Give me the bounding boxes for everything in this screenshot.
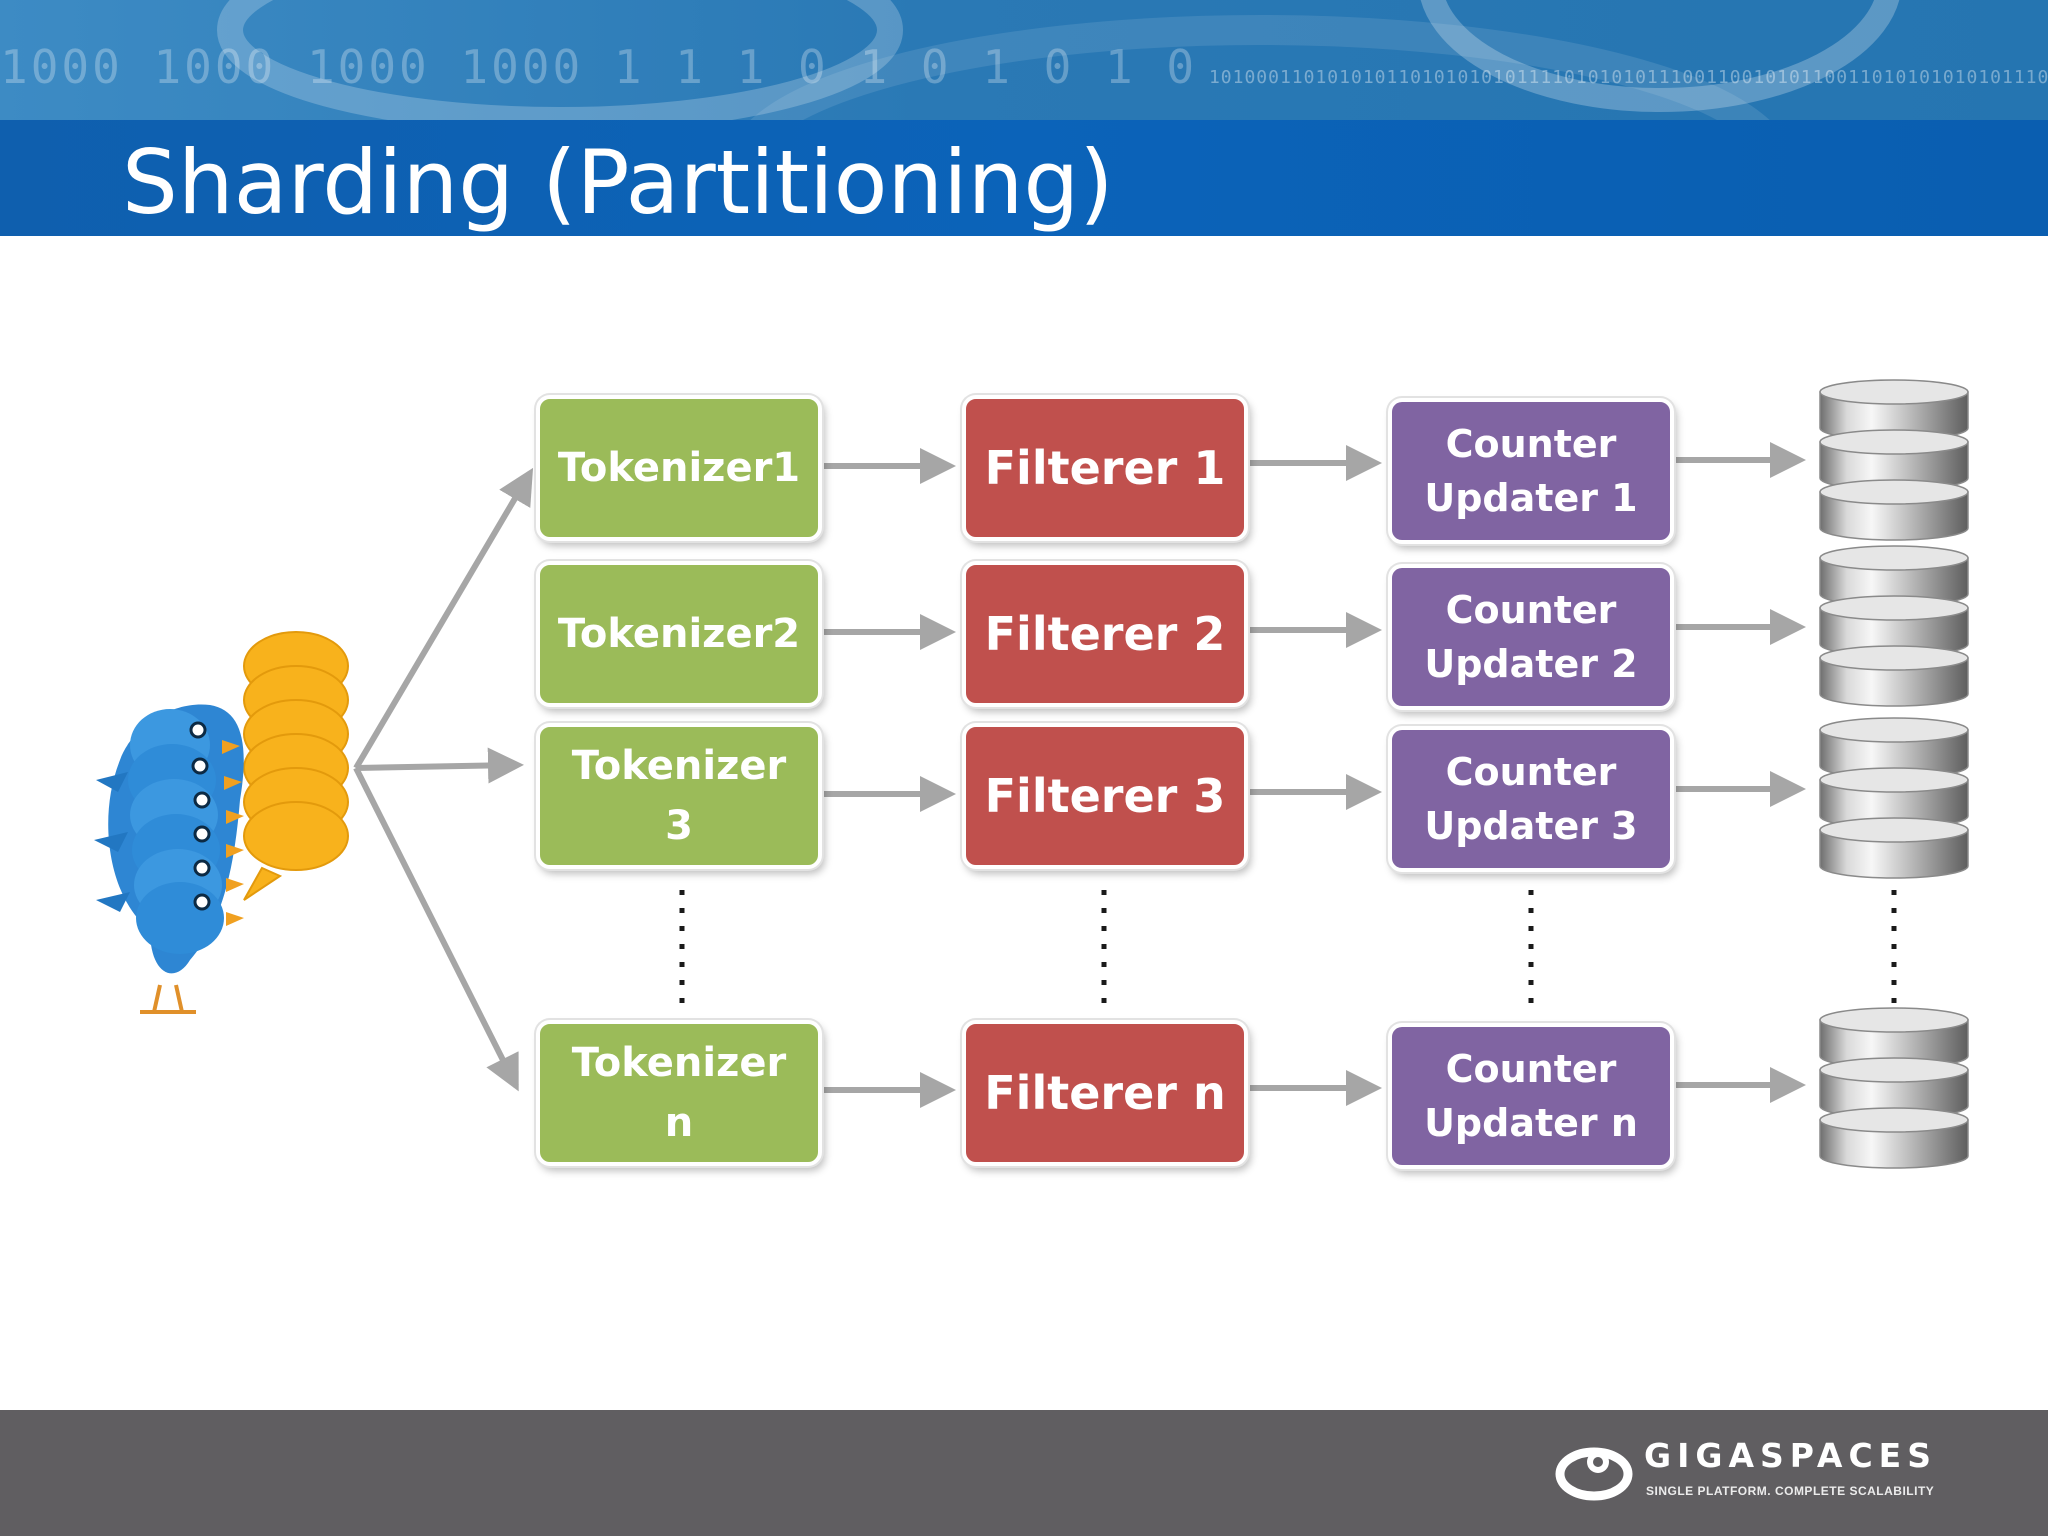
title-bar [0,120,2048,236]
filterer-n-label: Filterer n [984,1066,1226,1120]
filterer-n-node: Filterer n [962,1020,1248,1166]
tokenizer-1-node: Tokenizer1 [536,395,822,541]
banner-swoosh-decoration [217,0,1900,120]
ellipsis-dots [679,890,1897,1010]
gigaspaces-swirl-icon [1555,1447,1633,1501]
counter-updater-3-label: Counter Updater 3 [1424,750,1638,848]
fanout-arrows [353,467,534,1092]
tweet-source-icon [94,631,349,1014]
logo-tagline: SINGLE PLATFORM. COMPLETE SCALABILITY [1646,1484,1935,1498]
fanout-arrow-n [353,766,519,1092]
binary-strip-decoration: 1000 1000 1000 1000 1 1 1 0 1 0 1 0 1 0 … [0,40,2048,94]
binary-large-text: 1000 1000 1000 1000 1 1 1 0 1 0 1 0 1 0 [0,40,1198,94]
database-icon [1819,379,1969,541]
footer-bar [0,1410,2048,1536]
logo-wordmark: GIGASPACES [1644,1436,1937,1475]
database-icon [1819,1007,1969,1169]
tokenizer-1-label: Tokenizer1 [557,445,801,491]
counter-updater-2-node: Counter Updater 2 [1388,564,1674,710]
gigaspaces-logo: GIGASPACES SINGLE PLATFORM. COMPLETE SCA… [1552,1432,1942,1512]
filterer-2-label: Filterer 2 [984,607,1226,661]
counter-updater-1-node: Counter Updater 1 [1388,398,1674,544]
pipeline-arrows [820,442,1806,1108]
filterer-3-label: Filterer 3 [984,769,1226,823]
speech-bubbles-icon [243,631,349,901]
filterer-1-node: Filterer 1 [962,395,1248,541]
binary-small-text: 1010001101010101101010101011110101010111… [1208,67,2048,88]
tokenizer-n-node: Tokenizer n [536,1020,822,1166]
counter-updater-3-node: Counter Updater 3 [1388,726,1674,872]
tokenizer-n-label: Tokenizer n [571,1040,787,1146]
tokenizer-2-label: Tokenizer2 [557,611,801,657]
database-stacks [1819,379,1969,1169]
filterer-3-node: Filterer 3 [962,723,1248,869]
tokenizer-3-node: Tokenizer 3 [536,723,822,869]
twitter-birds-icon [94,704,244,1014]
tokenizer-3-label: Tokenizer 3 [571,743,787,849]
counter-updater-n-node: Counter Updater n [1388,1023,1674,1169]
counter-updater-1-label: Counter Updater 1 [1424,422,1638,520]
counter-updater-n-label: Counter Updater n [1424,1047,1638,1145]
database-icon [1819,717,1969,879]
fanout-arrow-3 [355,747,524,784]
counter-updater-2-label: Counter Updater 2 [1424,588,1638,686]
fanout-arrow-1 [353,467,534,770]
filterer-2-node: Filterer 2 [962,561,1248,707]
tokenizer-2-node: Tokenizer2 [536,561,822,707]
filterer-1-label: Filterer 1 [984,441,1226,495]
header-banner: 1000 1000 1000 1000 1 1 1 0 1 0 1 0 1 0 … [0,0,2048,120]
database-icon [1819,545,1969,707]
slide-title: Sharding (Partitioning) [122,131,1114,234]
